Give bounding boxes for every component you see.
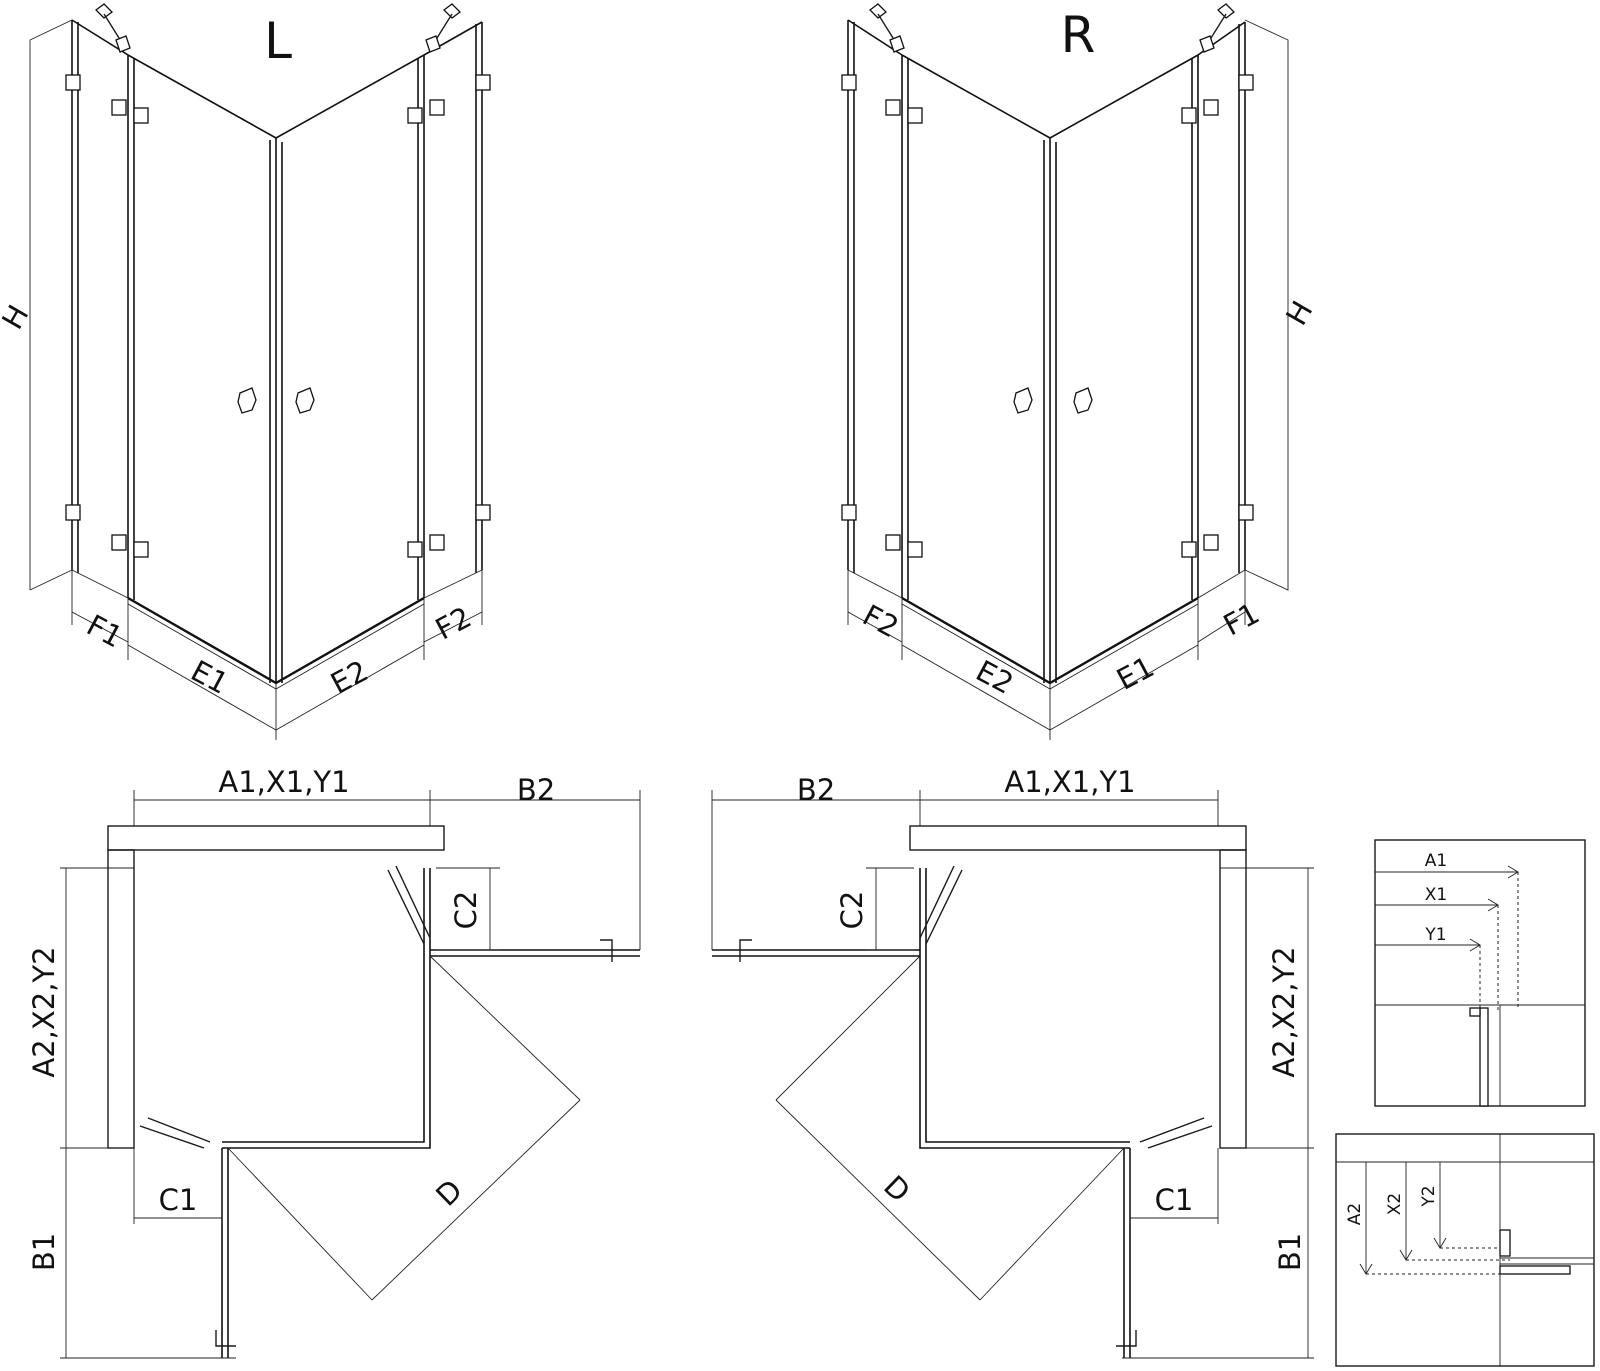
depth-label-right: A2,X2,Y2 [1267, 946, 1301, 1077]
detail-a2-label: A2 [1345, 1203, 1365, 1225]
variant-right-label: R [1061, 6, 1096, 64]
width-label-left: A1,X1,Y1 [218, 765, 349, 799]
labels: L R H H F1 E1 E2 F2 F2 E2 E1 F1 A1,X1,Y1… [0, 6, 1447, 1271]
depth-label-left: A2,X2,Y2 [27, 946, 61, 1077]
plan-view-right [711, 790, 1314, 1359]
c1-label-left: C1 [159, 1183, 198, 1217]
detail-depth [1335, 1133, 1595, 1367]
door-right-label-l: E2 [325, 654, 373, 701]
iso-view-right [841, 3, 1289, 740]
detail-y2-label: Y2 [1419, 1185, 1439, 1207]
c2-label-right: C2 [835, 891, 869, 930]
fixed-left-label-l: F1 [81, 608, 128, 655]
b1-label-left: B1 [27, 1233, 61, 1271]
d-label-left: D [429, 1173, 469, 1213]
detail-width [1374, 839, 1586, 1107]
fixed-left-label-r: F1 [1218, 596, 1265, 643]
variant-left-label: L [264, 12, 292, 70]
detail-x2-label: X2 [1385, 1193, 1405, 1215]
d-label-right: D [877, 1169, 917, 1209]
plan-view-left [60, 790, 641, 1359]
detail-a1-label: A1 [1425, 851, 1447, 871]
iso-view-left [29, 3, 491, 740]
c1-label-right: C1 [1155, 1183, 1194, 1217]
fixed-right-label-l: F2 [430, 600, 477, 647]
b2-label-left: B2 [517, 773, 555, 807]
c2-label-left: C2 [449, 891, 483, 930]
door-left-label-r: E1 [1111, 650, 1159, 697]
fixed-right-label-r: F2 [857, 598, 904, 645]
width-label-right: A1,X1,Y1 [1004, 765, 1135, 799]
height-label-right: H [1279, 295, 1319, 331]
detail-y1-label: Y1 [1424, 925, 1446, 945]
detail-x1-label: X1 [1425, 885, 1447, 905]
b1-label-right: B1 [1273, 1233, 1307, 1271]
b2-label-right: B2 [797, 773, 835, 807]
